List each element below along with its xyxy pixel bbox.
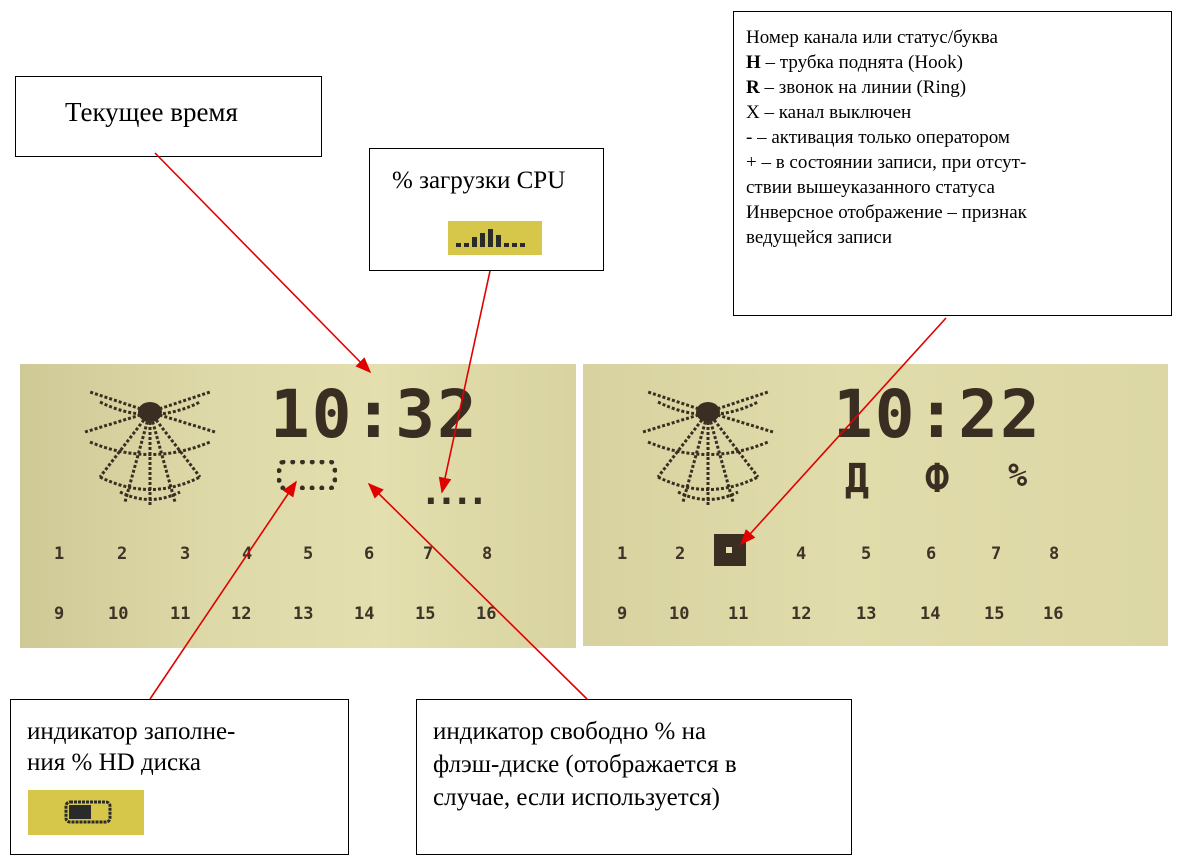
lcd-screen-right: 10:22 Д Ф % 1 2 4 5 6 7 8 9 10 11 12 13 … [583, 364, 1168, 646]
lcd-right-ch-14: 14 [920, 604, 941, 624]
lcd-left-ch-9: 9 [54, 604, 65, 624]
lcd-right-glyph-f: Ф [925, 456, 950, 502]
lcd-left-ch-10: 10 [108, 604, 129, 624]
callout-current-time: Текущее время [15, 76, 322, 157]
legend-plus-2: ствии вышеуказанного статуса [746, 177, 995, 198]
callout-hd-fill-line1: индикатор заполне- [27, 718, 236, 745]
lcd-right-ch-11: 11 [728, 604, 749, 624]
channel-status-legend: Номер канала или статус/буква H – трубка… [733, 11, 1172, 316]
lcd-right-ch-6: 6 [926, 544, 937, 564]
lcd-right-ch-9: 9 [617, 604, 628, 624]
legend-r-key: R [746, 77, 760, 98]
lcd-left-ch-14: 14 [354, 604, 375, 624]
legend-r: R – звонок на линии (Ring) [746, 75, 1171, 100]
callout-flash-line1: индикатор свободно % на [433, 718, 707, 745]
arrow-flash-free [367, 482, 588, 700]
legend-inverse-1: Инверсное отображение – признак [746, 202, 1027, 223]
legend-r-text: – звонок на линии (Ring) [759, 77, 967, 98]
lcd-left-ch-13: 13 [293, 604, 314, 624]
hd-fill-indicator-icon [277, 460, 337, 490]
lcd-right-clock: 10:22 [833, 376, 1042, 453]
legend-x: X – канал выключен [746, 102, 912, 123]
lcd-left-ch-15: 15 [415, 604, 436, 624]
lcd-left-ch-6: 6 [364, 544, 375, 564]
flash-free-indicator: .... [420, 472, 489, 513]
lcd-right-ch-15: 15 [984, 604, 1005, 624]
callout-flash-line2: флэш-диске (отображается в [433, 751, 737, 778]
legend-title: Номер канала или статус/буква [746, 27, 998, 48]
lcd-right-ch-12: 12 [791, 604, 812, 624]
callout-cpu-load-text: % загрузки CPU [392, 167, 566, 194]
callout-flash-free: индикатор свободно % на флэш-диске (отоб… [416, 699, 852, 855]
lcd-right-ch-7: 7 [991, 544, 1002, 564]
lcd-right-glyph-percent: % [1008, 456, 1028, 494]
lcd-right-ch-13: 13 [856, 604, 877, 624]
lcd-left-ch-11: 11 [170, 604, 191, 624]
cpu-load-bar-icon [448, 221, 542, 255]
callout-current-time-text: Текущее время [65, 97, 238, 127]
legend-inverse-2: ведущейся записи [746, 227, 892, 248]
legend-h-text: – трубка поднята (Hook) [760, 52, 963, 73]
arrow-channel-status [739, 317, 947, 546]
lcd-right-glyph-d: Д [845, 456, 870, 502]
arrow-hd-fill [149, 480, 297, 700]
arrow-current-time [154, 152, 372, 374]
lcd-right-ch-1: 1 [617, 544, 628, 564]
callout-hd-fill: индикатор заполне- ния % HD диска [10, 699, 349, 855]
lcd-left-ch-2: 2 [117, 544, 128, 564]
callout-hd-fill-line2: ния % HD диска [27, 749, 201, 776]
lcd-left-ch-3: 3 [180, 544, 191, 564]
lcd-right-ch-16: 16 [1043, 604, 1064, 624]
lcd-right-ch-10: 10 [669, 604, 690, 624]
lcd-left-clock: 10:32 [270, 376, 479, 453]
lcd-left-ch-5: 5 [303, 544, 314, 564]
recording-center-dot-icon [726, 547, 732, 553]
legend-plus-1: + – в состоянии записи, при отсут- [746, 152, 1027, 173]
hd-fill-sample-graphic [64, 800, 112, 824]
cpu-load-bar-graphic [456, 229, 525, 247]
legend-dash: - – активация только оператором [746, 127, 1010, 148]
spider-web-logo-icon [642, 390, 774, 507]
lcd-screen-left: 10:32 .... 1 2 3 4 5 6 7 8 9 10 11 12 13… [20, 364, 576, 648]
lcd-left-ch-1: 1 [54, 544, 65, 564]
legend-h-key: H [746, 52, 761, 73]
lcd-left-ch-7: 7 [423, 544, 434, 564]
hd-fill-sample-icon [28, 790, 144, 835]
lcd-right-ch-8: 8 [1049, 544, 1060, 564]
callout-cpu-load: % загрузки CPU [369, 148, 604, 271]
legend-h: H – трубка поднята (Hook) [746, 50, 1171, 75]
lcd-right-ch-5: 5 [861, 544, 872, 564]
lcd-left-ch-16: 16 [476, 604, 497, 624]
lcd-right-ch-4: 4 [796, 544, 807, 564]
lcd-left-ch-8: 8 [482, 544, 493, 564]
arrow-cpu-load [438, 270, 491, 494]
lcd-right-ch-2: 2 [675, 544, 686, 564]
callout-flash-line3: случае, если используется) [433, 784, 720, 811]
spider-web-logo-icon [84, 390, 216, 507]
lcd-left-ch-12: 12 [231, 604, 252, 624]
